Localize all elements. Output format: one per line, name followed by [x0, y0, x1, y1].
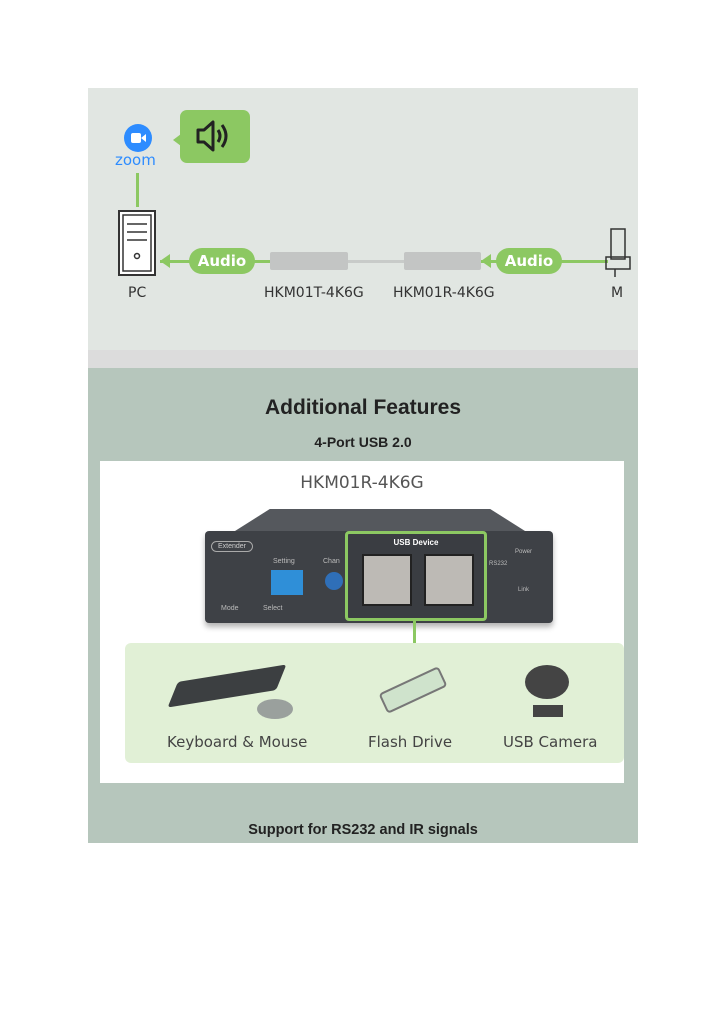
right-device-label: M [611, 285, 624, 301]
flash-drive-icon [378, 666, 448, 714]
zoom-logo-icon [124, 124, 152, 152]
transmitter-device [270, 252, 348, 270]
speaker-icon [196, 120, 228, 152]
power-label: Power [515, 549, 533, 555]
receiver-label: HKM01R-4K6G [393, 285, 495, 301]
select-label: Select [263, 605, 283, 612]
usb-device-label: USB Device [393, 538, 439, 547]
setting-label: Setting [273, 558, 295, 565]
audio-diagram: zoom Audio Audio PC HKM01T-4K6G HKM01R-4… [88, 88, 638, 350]
dip-switch [271, 570, 303, 595]
mode-label: Mode [221, 605, 239, 612]
transmitter-label: HKM01T-4K6G [264, 285, 364, 301]
channel-knob [325, 572, 343, 590]
pc-label: PC [128, 285, 147, 301]
section-title: Additional Features [264, 396, 462, 419]
product-image: HKM01R-4K6G Extender Setting Chan Mode S… [100, 461, 624, 783]
receiver-device [404, 252, 481, 270]
usb-camera-icon [525, 665, 569, 699]
rs232-label: RS232 [489, 561, 508, 567]
speaker-bubble [180, 110, 250, 163]
device-label-flash-drive: Flash Drive [368, 733, 453, 751]
audio-pill-right: Audio [496, 248, 562, 274]
divider-strip [88, 350, 638, 368]
extender-badge: Extender [211, 541, 254, 552]
usb-port-pair [424, 554, 474, 606]
device-label-usb-camera: USB Camera [503, 733, 598, 751]
audio-pill-left: Audio [189, 248, 255, 274]
rs232-ir-support-text: Support for RS232 and IR signals [248, 822, 478, 838]
arrow-left-icon [481, 254, 491, 268]
section-subtitle: 4-Port USB 2.0 [314, 434, 412, 450]
microphone-icon [605, 228, 631, 277]
pc-tower-icon [118, 210, 156, 276]
link-label: Link [518, 587, 530, 593]
model-label: HKM01R-4K6G [300, 473, 424, 493]
usb-port-pair [362, 554, 412, 606]
usb-devices-panel: Keyboard & Mouse Flash Drive USB Camera [125, 643, 624, 763]
channel-label: Chan [323, 558, 340, 565]
arrow-left-icon [160, 254, 170, 268]
zoom-label: zoom [115, 151, 156, 169]
usb-device-highlight: USB Device [345, 531, 487, 621]
device-label-keyboard-mouse: Keyboard & Mouse [167, 733, 308, 751]
additional-features-section: Additional Features 4-Port USB 2.0 HKM01… [88, 368, 638, 843]
